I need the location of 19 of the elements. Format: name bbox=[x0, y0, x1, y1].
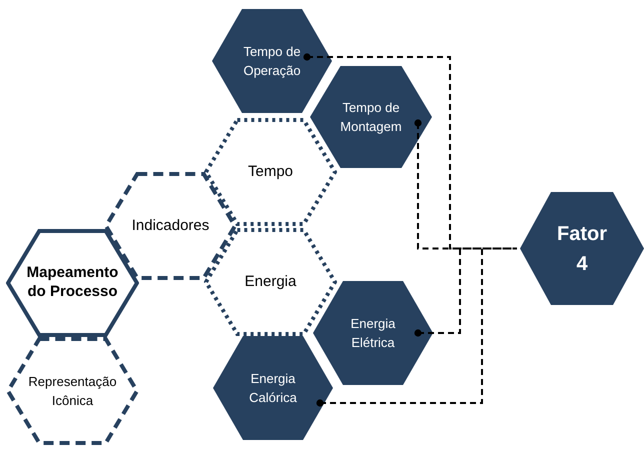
dashed-connector bbox=[414, 248, 517, 337]
filled-hexagon bbox=[213, 336, 333, 440]
hexagon-label: Energia Calórica bbox=[248, 370, 298, 407]
hexagon-label: Indicadores bbox=[130, 216, 210, 236]
hexagon-label: Representação Icônica bbox=[27, 372, 118, 410]
hexagon-label: Tempo de Operação bbox=[242, 42, 302, 80]
hexagon-label: Mapeamento do Processo bbox=[26, 264, 120, 302]
hexagon-label: Tempo bbox=[246, 162, 294, 182]
filled-hexagon bbox=[520, 192, 644, 305]
filled-hexagon bbox=[313, 281, 433, 385]
filled-hexagon bbox=[212, 9, 332, 113]
outlined-hexagon bbox=[6, 337, 139, 445]
filled-hexagon bbox=[310, 66, 432, 168]
dashed-connector bbox=[316, 248, 517, 407]
outlined-hexagon bbox=[6, 229, 139, 337]
hexagon-label: Fator 4 bbox=[556, 222, 608, 276]
hexagon-label: Tempo de Montagem bbox=[339, 98, 403, 136]
hexagon-label: Energia Elétrica bbox=[350, 314, 396, 352]
hexagon-label: Energia bbox=[244, 272, 298, 292]
